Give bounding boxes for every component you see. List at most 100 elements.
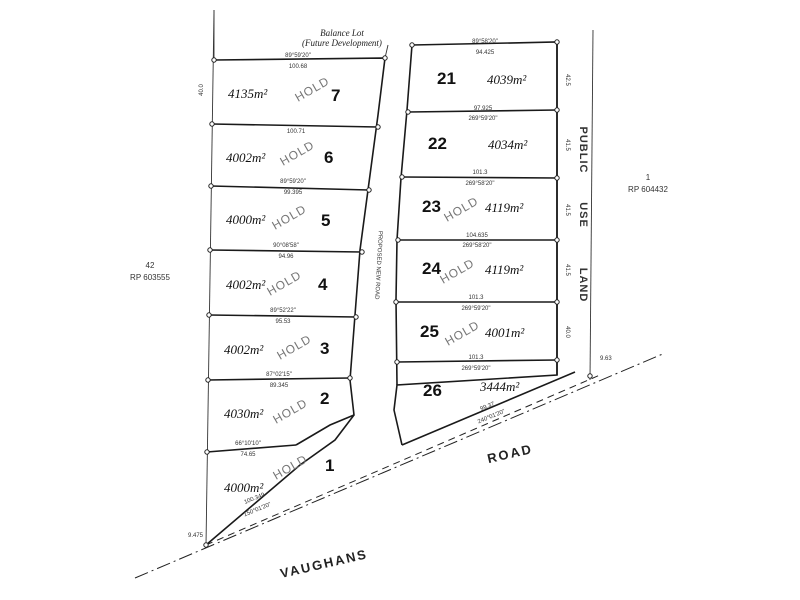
- dim-lot24-side: 41.5: [564, 264, 570, 276]
- dim-lot25-bearing: 269°59'20": [461, 306, 490, 312]
- dim-lot6-length: 100.71: [287, 129, 306, 135]
- dim-lot21-side: 42.5: [564, 74, 570, 86]
- lot-5-number: 5: [321, 211, 330, 230]
- lot-23-hold: HOLD: [442, 194, 481, 225]
- lot-4-area: 4002m²: [226, 277, 266, 292]
- dim-lot23-side: 41.5: [564, 204, 570, 216]
- lot-25-area: 4001m²: [485, 325, 525, 340]
- dim-lot23-length: 101.3: [472, 170, 488, 176]
- dim-lot2-bearing: 87°02'15": [266, 372, 292, 378]
- lot-24-hold: HOLD: [438, 256, 477, 287]
- proposed-new-road-label: PROPOSED NEW ROAD: [373, 231, 383, 301]
- west-neighbour-plan: RP 603555: [130, 273, 170, 282]
- dim-lot3-bearing: 89°52'22": [270, 308, 296, 314]
- road-name-word-1: VAUGHANS: [279, 546, 370, 581]
- lot-3-2-line: [207, 377, 351, 381]
- west-boundary: [205, 9, 215, 546]
- east-neighbour-lot: 1: [646, 173, 651, 182]
- dim-lot26-frontage-length: 99.37: [480, 401, 497, 412]
- lot-21-number: 21: [437, 69, 456, 88]
- lot-2-hold: HOLD: [271, 396, 310, 427]
- lot-26-area: 3444m²: [479, 379, 520, 394]
- lot-5-4-line: [209, 249, 363, 253]
- dim-lot7-side: 40.0: [199, 84, 205, 96]
- east-neighbour-plan: RP 604432: [628, 185, 668, 194]
- lot-1-area: 4000m²: [224, 480, 264, 495]
- dim-lot2-length: 89.345: [270, 383, 289, 389]
- public-use-land-word-3: LAND: [577, 268, 589, 303]
- dim-lot21-length: 94.425: [476, 50, 495, 56]
- lot-21-22-line: [407, 109, 558, 113]
- dim-lot7-length: 100.68: [289, 64, 308, 70]
- balance-lot-title: Balance Lot: [320, 28, 364, 38]
- dim-lot3-length: 95.53: [275, 319, 291, 325]
- lot-3-area: 4002m²: [224, 342, 264, 357]
- east-block-outline: [393, 41, 558, 446]
- dim-lot24-length: 104.635: [466, 233, 488, 239]
- lot-23-number: 23: [422, 197, 441, 216]
- dim-lot21-bearing: 89°58'20": [472, 39, 498, 45]
- road-edge-north: [205, 374, 601, 546]
- lot-6-area: 4002m²: [226, 150, 266, 165]
- lot-7-hold: HOLD: [293, 74, 332, 105]
- road-name-word-2: ROAD: [486, 441, 534, 466]
- dim-lot26-length: 101.3: [468, 355, 484, 361]
- lot-4-number: 4: [318, 275, 328, 294]
- lot-25-number: 25: [420, 322, 439, 341]
- lot-26-road-line: [401, 371, 576, 446]
- dim-lot5-bearing: 89°59'20": [280, 179, 306, 185]
- lot-22-area: 4034m²: [488, 137, 528, 152]
- lot-26-number: 26: [423, 381, 442, 400]
- dim-lot24-bearing: 269°58'20": [462, 243, 491, 249]
- lot-24-area: 4119m²: [485, 262, 524, 277]
- lot-1-number: 1: [325, 456, 334, 475]
- lot-7-number: 7: [331, 86, 340, 105]
- lot-2-number: 2: [320, 389, 329, 408]
- lot-6-5-line: [210, 185, 370, 191]
- dim-lot23-bearing: 269°58'20": [465, 181, 494, 187]
- lot-6-hold: HOLD: [278, 138, 317, 169]
- dim-lot4-length: 94.96: [278, 254, 294, 260]
- lot-22-number: 22: [428, 134, 447, 153]
- lot-1-hold: HOLD: [271, 452, 310, 483]
- dim-road-corner-west: 9.475: [188, 533, 204, 539]
- dim-lot26-bearing: 269°59'20": [461, 366, 490, 372]
- lot-25-hold: HOLD: [443, 318, 482, 349]
- dim-lot1-bearing: 66°10'10": [235, 441, 261, 447]
- public-use-land-word-2: USE: [577, 202, 589, 228]
- lot-4-3-line: [208, 314, 357, 318]
- lot-22-23-line: [401, 176, 558, 179]
- lot-4-hold: HOLD: [265, 268, 304, 299]
- balance-lot-subtitle: (Future Development): [302, 38, 382, 48]
- east-boundary: [589, 29, 594, 381]
- lot-5-area: 4000m²: [226, 212, 266, 227]
- dim-lot25-side: 40.0: [564, 326, 570, 338]
- dim-lot22-length: 97.925: [474, 106, 493, 112]
- dim-lot1-length: 74.65: [240, 452, 256, 458]
- lot-24-number: 24: [422, 259, 441, 278]
- dim-lot7-bearing: 89°59'20": [285, 53, 311, 59]
- east-block-west-edge: [395, 44, 413, 386]
- dim-road-corner-east: 9.63: [600, 356, 612, 362]
- survey-marks: [203, 39, 593, 548]
- lot-5-hold: HOLD: [270, 202, 309, 233]
- dim-lot22-bearing: 269°59'20": [468, 116, 497, 122]
- lot-23-area: 4119m²: [485, 200, 524, 215]
- lot-2-area: 4030m²: [224, 406, 264, 421]
- lot-25-26-line: [396, 359, 558, 363]
- road-edge-south: [134, 352, 666, 579]
- lot-6-number: 6: [324, 148, 333, 167]
- dim-lot5-length: 99.395: [284, 190, 303, 196]
- lot-2-splay: [295, 414, 355, 446]
- west-neighbour-lot: 42: [146, 261, 155, 270]
- lot-7-area: 4135m²: [228, 86, 268, 101]
- lot-7-6-line: [211, 123, 379, 128]
- dim-lot4-bearing: 90°08'58": [273, 243, 299, 249]
- public-use-land-word-1: PUBLIC: [577, 127, 589, 174]
- dim-lot22-side: 41.5: [564, 139, 570, 151]
- lot-2-1-line: [206, 444, 297, 453]
- lot-3-hold: HOLD: [275, 332, 314, 363]
- lot-21-area: 4039m²: [487, 72, 527, 87]
- lot-3-number: 3: [320, 339, 329, 358]
